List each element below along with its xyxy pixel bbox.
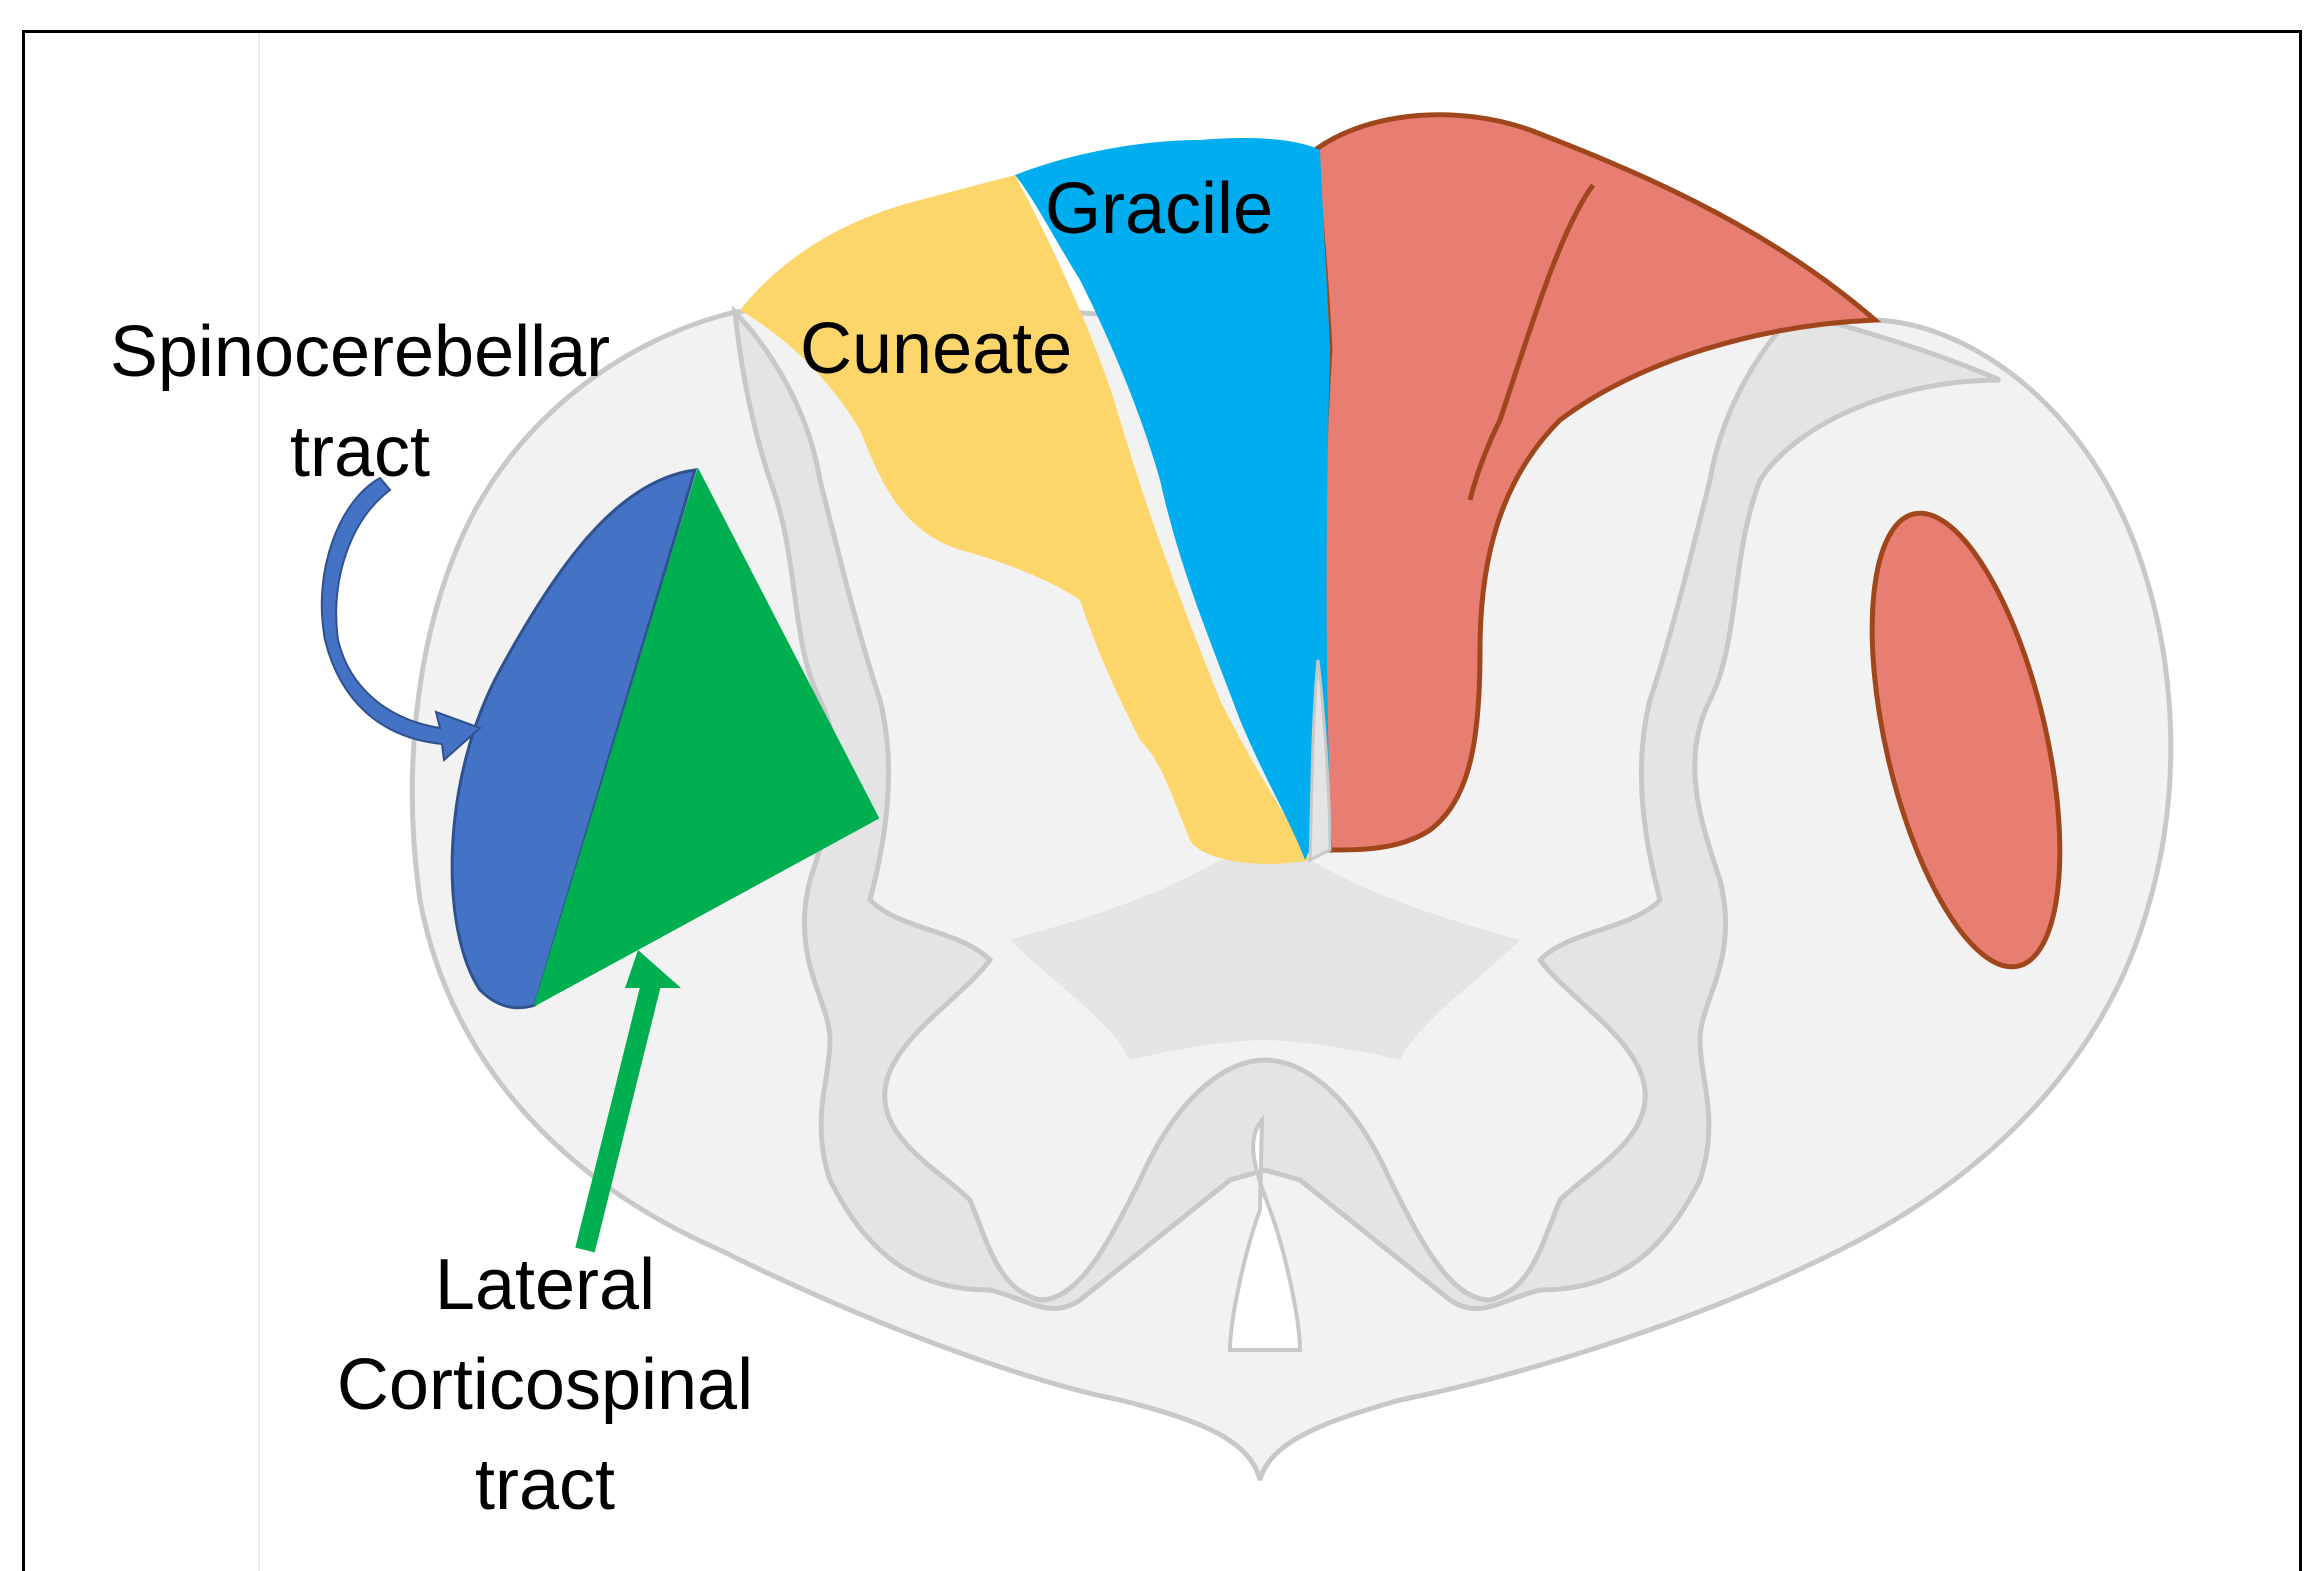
gracile-label: Gracile [1045,173,1273,245]
lateral-corticospinal-label: Lateral Corticospinal tract [245,1235,845,1535]
spinocerebellar-label-line2: tract [60,402,660,502]
lateral-label-line1: Lateral [245,1235,845,1335]
lateral-label-line3: tract [245,1435,845,1535]
cuneate-label: Cuneate [800,313,1072,385]
spinocerebellar-label-line1: Spinocerebellar [60,302,660,402]
spinocerebellar-label: Spinocerebellar tract [60,302,660,502]
lateral-label-line2: Corticospinal [245,1335,845,1435]
